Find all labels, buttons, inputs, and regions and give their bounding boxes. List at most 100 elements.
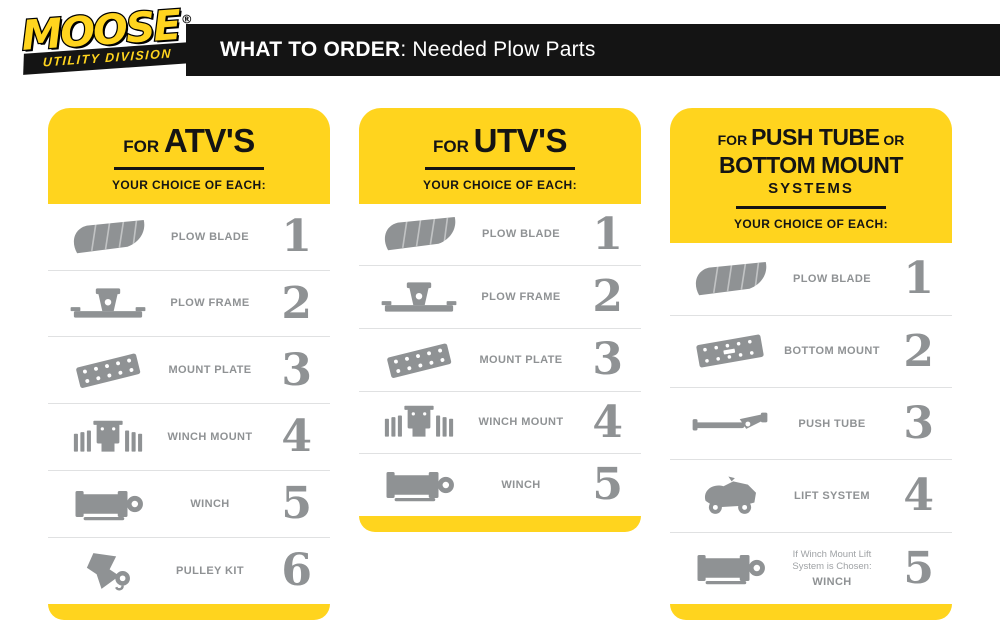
choice-of-each-label: YOUR CHOICE OF EACH:	[111, 177, 266, 192]
winch-icon	[66, 484, 150, 524]
card-title-segment: FOR	[717, 132, 752, 148]
item-label: MOUNT PLATE	[479, 353, 563, 366]
title-underline	[114, 166, 264, 170]
page-title-rest: : Needed Plow Parts	[400, 38, 596, 61]
item-number: 3	[281, 344, 312, 396]
item-row: PLOW BLADE 1	[670, 243, 952, 314]
pulley-kit-icon	[66, 551, 150, 591]
item-label-box: PUSH TUBE	[772, 418, 892, 430]
card-footer	[48, 604, 330, 620]
item-label: WINCH	[501, 479, 541, 492]
item-label-box: MOUNT PLATE	[150, 364, 270, 376]
item-label-box: LIFT SYSTEM	[772, 490, 892, 502]
card-title: FOR UTV'S	[367, 122, 633, 159]
plow-frame-icon	[66, 283, 150, 323]
winch-icon	[688, 548, 772, 588]
lift-system-icon	[688, 476, 772, 516]
card-title-line: BOTTOM MOUNT	[678, 152, 944, 180]
card-title-line: FOR PUSH TUBE OR	[678, 124, 944, 152]
page-title: WHAT TO ORDER: Needed Plow Parts	[220, 38, 596, 62]
item-label-box: PLOW BLADE	[772, 273, 892, 285]
card-footer	[359, 516, 641, 532]
item-number: 4	[903, 470, 934, 522]
item-number: 6	[281, 545, 312, 597]
item-label: PLOW BLADE	[793, 273, 871, 286]
item-number: 1	[281, 210, 312, 262]
item-row: WINCH MOUNT 4	[48, 403, 330, 470]
plow-blade-icon	[66, 217, 150, 257]
item-label: WINCH	[190, 498, 230, 511]
item-label: PULLEY KIT	[176, 565, 244, 578]
item-number: 2	[903, 325, 934, 377]
mount-plate-icon	[377, 340, 461, 380]
item-number: 4	[281, 411, 312, 463]
page-title-bold: WHAT TO ORDER	[220, 38, 401, 61]
item-number: 2	[281, 277, 312, 329]
moose-logo: MOOSE® UTILITY DIVISION	[19, 0, 193, 75]
item-row: LIFT SYSTEM 4	[670, 459, 952, 531]
item-row: PLOW BLADE 1	[48, 204, 330, 270]
winch-mount-icon	[377, 402, 461, 442]
item-row: MOUNT PLATE 3	[48, 336, 330, 403]
item-label-box: PLOW FRAME	[461, 291, 581, 303]
item-label: LIFT SYSTEM	[794, 490, 870, 503]
card-footer	[670, 604, 952, 620]
item-label-box: PLOW BLADE	[461, 228, 581, 240]
item-label-box: PLOW BLADE	[150, 231, 270, 243]
item-label-box: WINCH MOUNT	[150, 431, 270, 443]
card-title-segment: FOR	[433, 137, 474, 156]
card-header: FOR ATV'S YOUR CHOICE OF EACH:	[48, 108, 330, 204]
item-label-box: If Winch Mount Lift System is Chosen:WIN…	[772, 549, 892, 588]
item-label-box: BOTTOM MOUNT	[772, 345, 892, 357]
choice-of-each-label: YOUR CHOICE OF EACH:	[733, 217, 888, 232]
item-number: 1	[903, 253, 934, 305]
card-title-line: FOR UTV'S	[367, 122, 633, 159]
card-title-line: SYSTEMS	[678, 179, 944, 198]
item-number: 5	[281, 478, 312, 530]
item-number: 2	[592, 271, 623, 323]
card-title-segment: OR	[879, 132, 905, 148]
card-title-segment: BOTTOM MOUNT	[719, 151, 903, 178]
header-bar: WHAT TO ORDER: Needed Plow Parts	[186, 24, 1000, 76]
item-number: 4	[592, 396, 623, 448]
item-row: PLOW FRAME 2	[48, 269, 330, 337]
item-label-box: PLOW FRAME	[150, 297, 270, 309]
item-label-box: WINCH	[461, 479, 581, 491]
item-label: BOTTOM MOUNT	[784, 345, 880, 358]
item-number: 1	[592, 208, 623, 260]
item-label: PLOW FRAME	[170, 297, 250, 310]
push-tube-icon	[688, 404, 772, 444]
card-title: FOR ATV'S	[56, 122, 322, 159]
card-title-segment: PUSH TUBE	[751, 124, 880, 150]
card-title-segment: ATV'S	[163, 122, 255, 159]
card-title-segment: UTV'S	[473, 122, 568, 159]
item-label: WINCH MOUNT	[478, 416, 564, 429]
item-label: PLOW BLADE	[171, 230, 249, 243]
item-row: PULLEY KIT 6	[48, 537, 330, 604]
item-note: If Winch Mount Lift System is Chosen:	[792, 549, 872, 573]
item-number: 5	[903, 542, 934, 594]
item-number: 3	[903, 397, 934, 449]
item-label: PLOW BLADE	[482, 228, 560, 241]
item-label-box: PULLEY KIT	[150, 565, 270, 577]
item-row: If Winch Mount Lift System is Chosen:WIN…	[670, 531, 952, 604]
title-underline	[736, 206, 886, 210]
card-title-line: FOR ATV'S	[56, 122, 322, 159]
card-title-segment: SYSTEMS	[768, 180, 854, 198]
item-label-box: MOUNT PLATE	[461, 354, 581, 366]
item-label-box: WINCH	[150, 498, 270, 510]
plow-frame-icon	[377, 277, 461, 317]
card-title-segment: FOR	[123, 137, 164, 156]
item-row: WINCH MOUNT 4	[359, 390, 641, 454]
winch-icon	[377, 465, 461, 505]
item-row: PUSH TUBE 3	[670, 387, 952, 459]
